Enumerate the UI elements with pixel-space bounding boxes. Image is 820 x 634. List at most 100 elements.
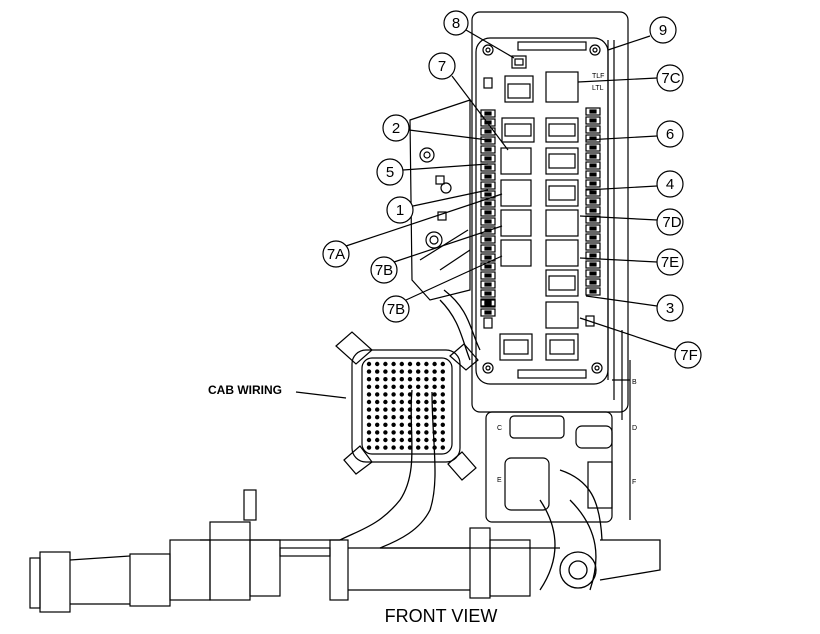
fuse	[480, 253, 496, 262]
connector-pin	[391, 430, 396, 435]
fuse	[480, 235, 496, 244]
connector-pin	[424, 445, 429, 450]
callout-7d: 7D	[662, 214, 681, 231]
lower-connector-housing	[485, 330, 631, 523]
callout-7b-upper: 7B	[375, 262, 393, 279]
connector-pin	[432, 384, 437, 389]
connector-pin	[366, 399, 372, 405]
connector-pin	[416, 384, 421, 389]
callout-7f: 7F	[680, 347, 698, 364]
connector-pin	[440, 407, 445, 412]
fuse	[480, 154, 496, 163]
relays	[483, 55, 595, 361]
connector-pin	[399, 361, 404, 367]
connector-pin	[399, 407, 404, 412]
connector-pin	[383, 399, 388, 405]
connector-pin	[391, 384, 396, 389]
fuse	[585, 269, 601, 278]
fuse-column-right	[585, 107, 601, 296]
callout-circle-1	[386, 196, 414, 224]
connector-pin	[416, 369, 421, 374]
connector-pin	[399, 377, 404, 382]
panel-bottom-bar	[517, 369, 587, 379]
connector-pin	[375, 369, 380, 374]
mount-hole	[482, 362, 494, 374]
mount-hole	[482, 44, 494, 56]
connector-pin	[424, 369, 429, 374]
callout-9: 9	[659, 22, 667, 39]
connector-pin	[375, 422, 380, 427]
connector-pin	[432, 392, 437, 397]
connector-pin	[424, 399, 429, 405]
connector-pin	[424, 415, 429, 420]
callout-2: 2	[392, 120, 400, 137]
fuse	[480, 271, 496, 280]
callout-7e: 7E	[661, 254, 679, 271]
connector-pin	[391, 445, 396, 450]
fuse	[585, 152, 601, 161]
connector-pin	[383, 407, 388, 412]
callout-circle-4	[656, 170, 684, 198]
fuse	[585, 134, 601, 143]
callout-circle-2	[382, 114, 410, 142]
fuse	[585, 242, 601, 251]
ground-stud	[419, 147, 435, 163]
connector-pin	[432, 377, 437, 382]
connector-pin	[366, 422, 372, 427]
connector-pin	[399, 369, 404, 374]
connector-pin	[432, 361, 437, 367]
callout-4: 4	[666, 176, 674, 193]
connector-pin	[366, 415, 372, 420]
connector-pin	[416, 399, 421, 405]
connector-letter-d: D	[632, 425, 637, 432]
relay-7e	[545, 239, 579, 267]
connector-d	[575, 425, 613, 449]
connector-pin	[366, 445, 372, 450]
relay-7d	[545, 209, 579, 237]
fuse	[585, 260, 601, 269]
connector-pin	[424, 384, 429, 389]
relay-6b	[545, 147, 579, 175]
connector-pin	[424, 437, 429, 443]
fuse	[480, 226, 496, 235]
connector-pin	[424, 361, 429, 367]
connector-pin	[366, 430, 372, 435]
connector-shell	[351, 349, 461, 463]
callout-8: 8	[452, 15, 460, 32]
mount-hole	[591, 362, 603, 374]
connector-pin	[440, 415, 445, 420]
connector-pin	[440, 392, 445, 397]
fuse-column-left	[480, 109, 496, 317]
callout-1: 1	[396, 202, 404, 219]
connector-pin	[424, 430, 429, 435]
fuse	[585, 116, 601, 125]
connector-pin	[407, 361, 413, 367]
relay-mark-tlf: TLF	[592, 73, 604, 80]
relay-3	[545, 269, 579, 297]
ground-stud	[425, 231, 443, 249]
connector-pin	[416, 437, 421, 443]
connector-pin	[424, 422, 429, 427]
connector-pin	[383, 392, 388, 397]
callout-circle-7b-upper	[370, 256, 398, 284]
callout-circle-8	[443, 10, 469, 36]
connector-pin	[375, 407, 380, 412]
connector-pin	[399, 392, 404, 397]
fuse	[585, 233, 601, 242]
connector-pin	[366, 407, 372, 412]
connector-pin	[440, 399, 445, 405]
connector-pin	[440, 422, 445, 427]
connector-pin	[407, 445, 413, 450]
fuse	[480, 145, 496, 154]
mount-hole	[589, 44, 601, 56]
connector-pin	[383, 422, 388, 427]
connector-pin	[366, 392, 372, 397]
fuse	[585, 143, 601, 152]
fuse	[480, 190, 496, 199]
fuse	[585, 224, 601, 233]
fuse	[585, 287, 601, 296]
connector-pin	[440, 437, 445, 443]
callout-circle-6	[656, 120, 684, 148]
callout-circle-7d	[656, 208, 684, 236]
connector-pin	[424, 407, 429, 412]
